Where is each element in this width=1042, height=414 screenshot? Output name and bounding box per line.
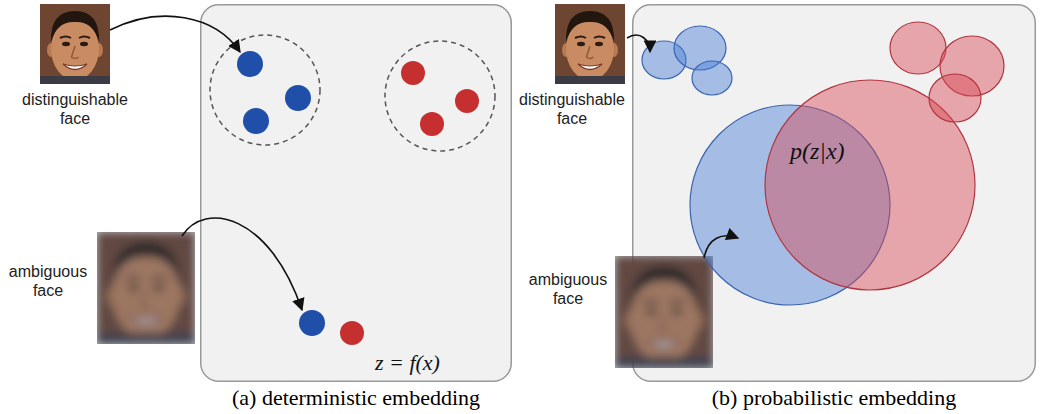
red-distribution (890, 22, 946, 74)
face-label: distinguishable face (10, 90, 140, 128)
red-point (340, 321, 364, 345)
mapping-arrow (627, 35, 650, 52)
mapping-arrow (704, 236, 738, 258)
blue-distribution (692, 61, 732, 95)
blue-point (285, 85, 311, 111)
face-label: ambiguous face (523, 270, 613, 308)
mapping-arrow (110, 16, 240, 52)
embedding-panel: p(z|x) (632, 4, 1036, 382)
red-distribution (929, 74, 981, 122)
label-holder: (b) probabilistic embedding (654, 385, 1014, 411)
label-holder: distinguishable face (511, 90, 633, 128)
distinguishable-face-photo (40, 4, 110, 84)
red-point (401, 61, 425, 85)
mapping-arrow (182, 218, 302, 310)
label-holder: (a) deterministic embedding (186, 385, 526, 411)
blue-point (299, 310, 325, 336)
math-expression: z = f(x) (375, 350, 440, 375)
ambiguous-face-photo (615, 256, 713, 368)
embedding-panel: z = f(x) (200, 4, 512, 382)
subfigure-caption: (b) probabilistic embedding (712, 385, 956, 411)
blue-point (237, 51, 263, 77)
math-expression: p(z|x) (790, 138, 845, 166)
face-label: distinguishable face (511, 90, 633, 128)
red-point (455, 89, 479, 113)
panel-outline (201, 5, 512, 382)
blue-point (243, 108, 269, 134)
cluster-boundary (210, 35, 320, 145)
label-holder: distinguishable face (10, 90, 140, 128)
red-point (420, 112, 444, 136)
label-holder: ambiguous face (523, 270, 613, 308)
label-holder: ambiguous face (3, 262, 93, 300)
ambiguous-face-photo (97, 232, 195, 344)
distributions (642, 22, 1004, 305)
distinguishable-face-photo (555, 4, 625, 84)
subfigure-caption: (a) deterministic embedding (232, 385, 480, 411)
face-label: ambiguous face (3, 262, 93, 300)
cluster-boundary (385, 41, 495, 151)
